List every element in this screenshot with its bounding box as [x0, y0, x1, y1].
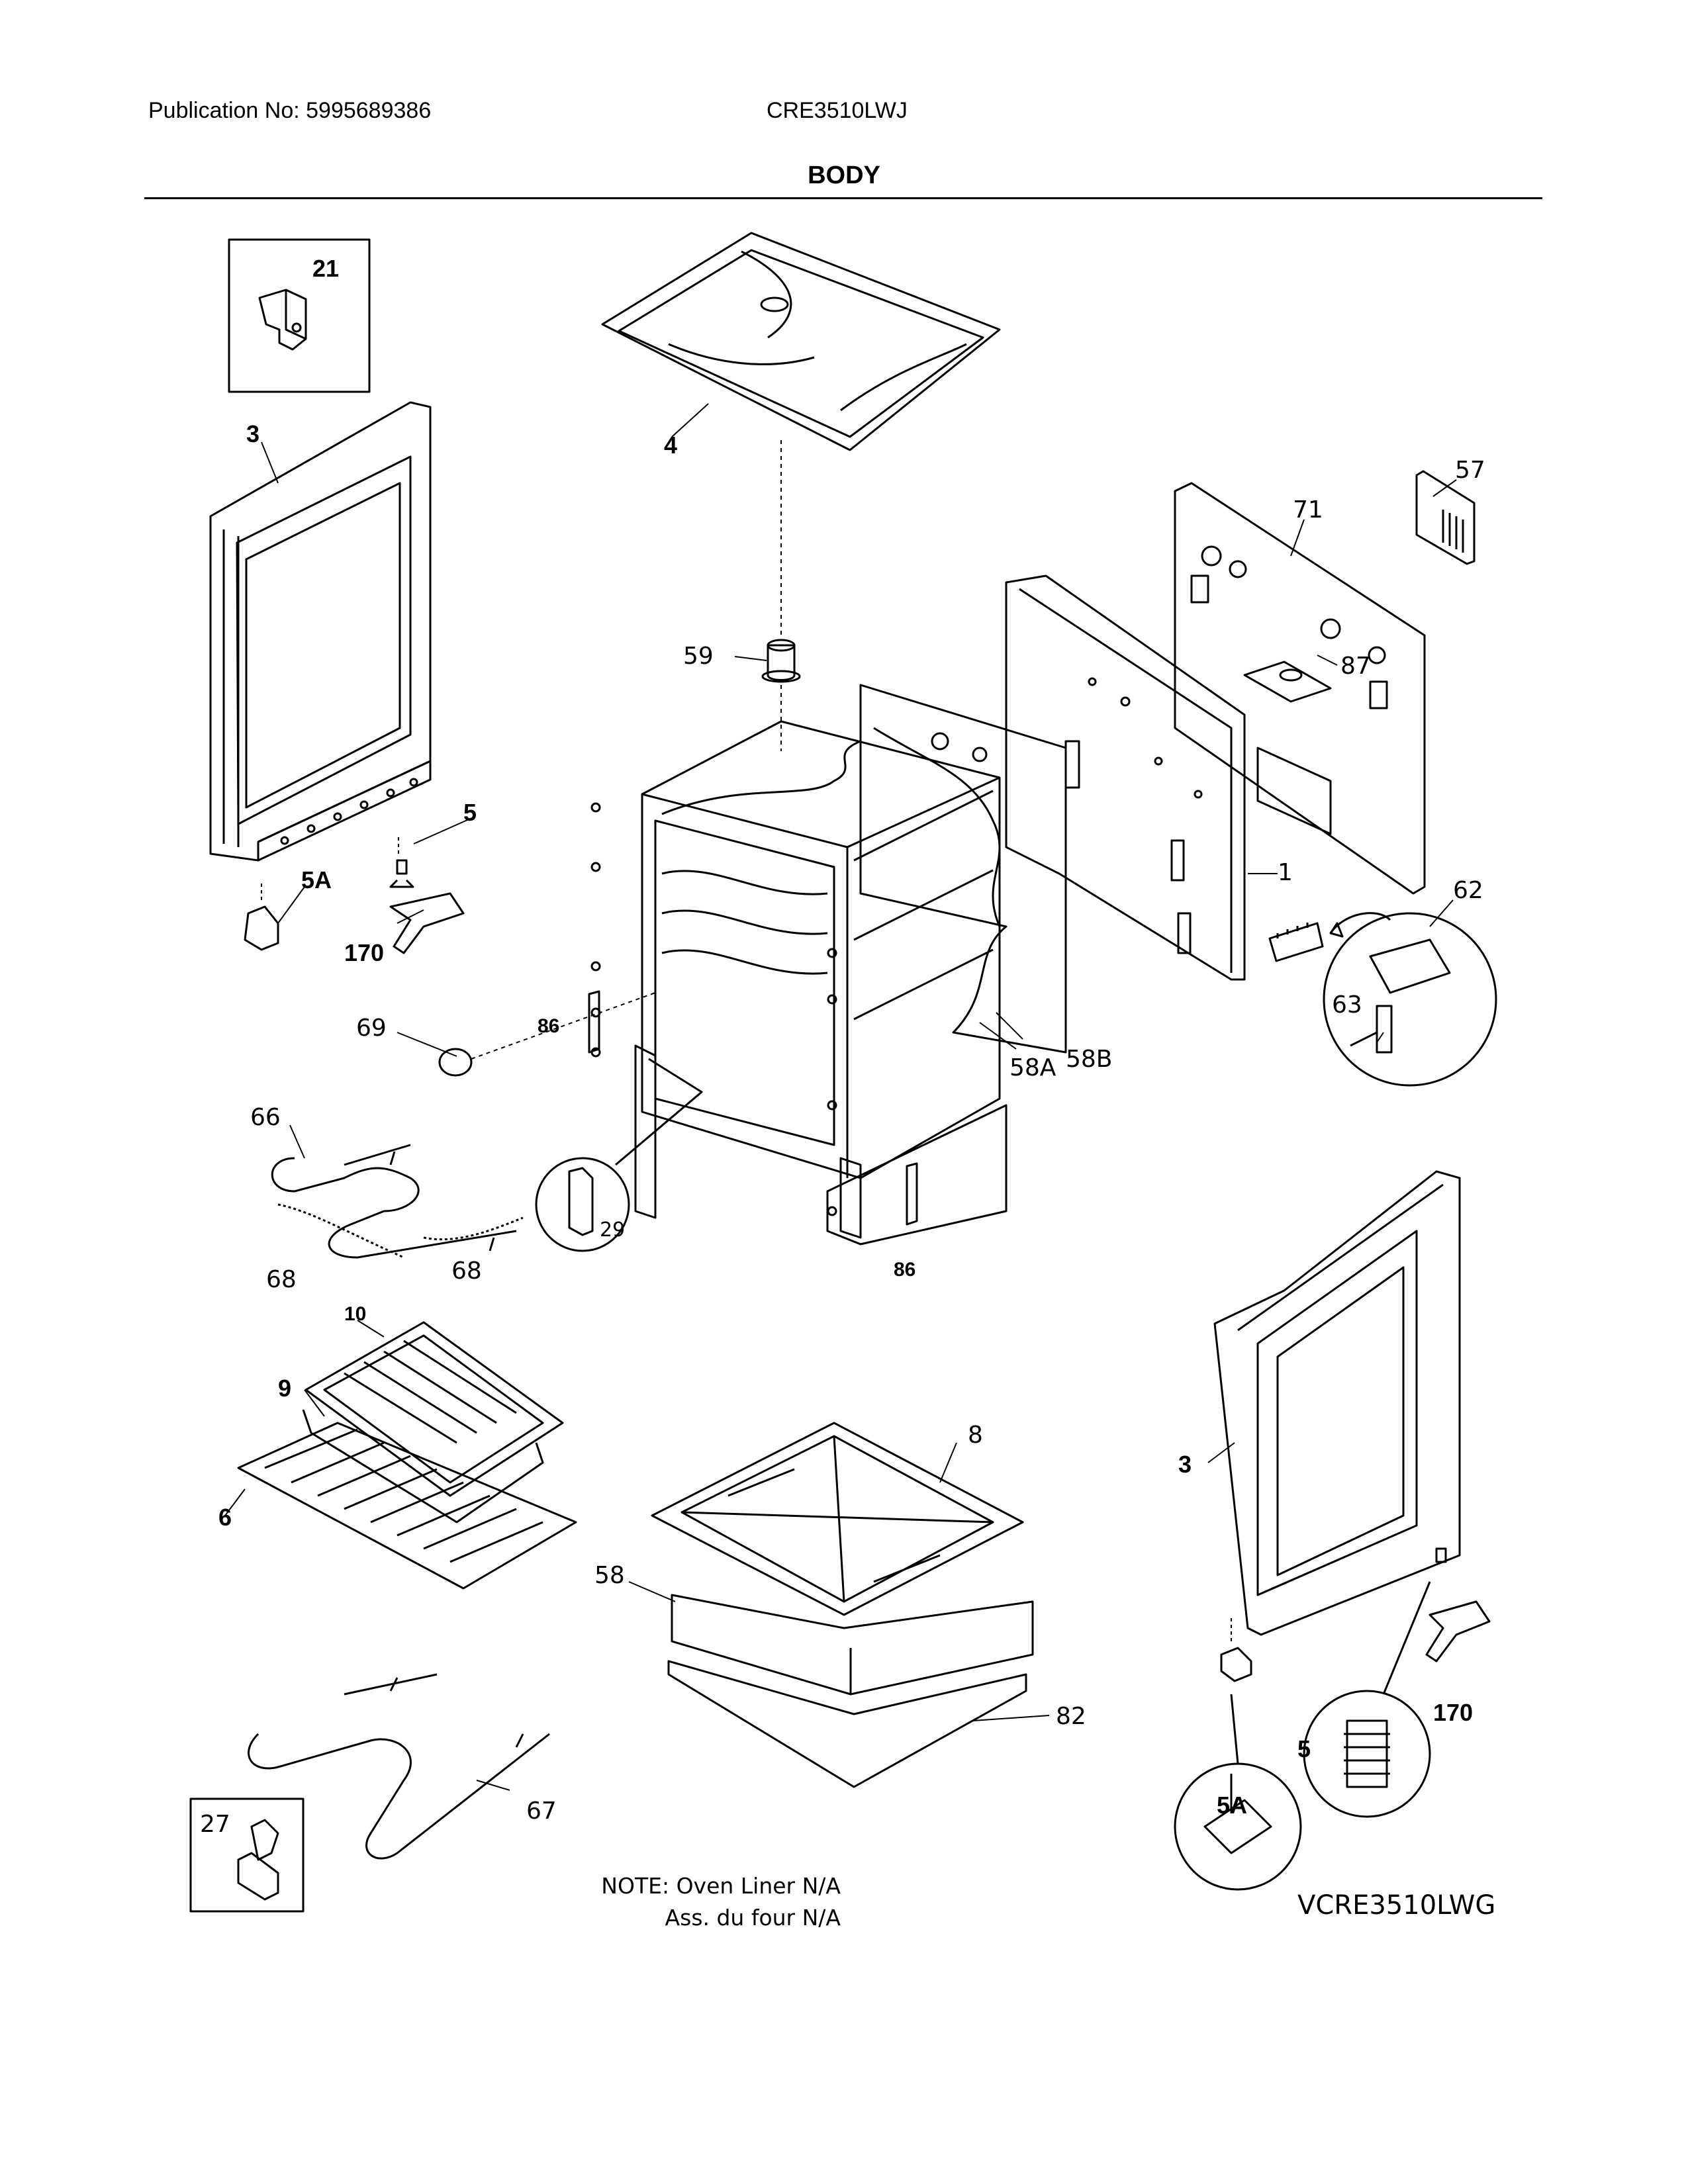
callout-57: 57: [1455, 457, 1485, 484]
part-3-left-side-panel: [209, 401, 432, 862]
part-6-oven-rack: [237, 1422, 577, 1590]
part-57-vent-cover: [1415, 470, 1476, 565]
part-68-left-lead: [277, 1203, 404, 1259]
part-21-inset: [228, 238, 371, 393]
callout-69: 69: [356, 1015, 387, 1042]
callout-170-right: 170: [1433, 1699, 1473, 1726]
callout-68-left: 68: [266, 1266, 297, 1293]
model-number: CRE3510LWJ: [767, 98, 908, 123]
callout-62: 62: [1453, 877, 1483, 904]
callout-67: 67: [526, 1797, 557, 1825]
callout-5-right: 5: [1297, 1735, 1311, 1762]
callout-9: 9: [278, 1375, 291, 1402]
callout-10: 10: [344, 1303, 366, 1325]
callout-86-left: 86: [538, 1015, 559, 1037]
callout-58B: 58B: [1066, 1046, 1113, 1073]
part-67-broil-element: [248, 1673, 550, 1860]
part-9-broiler-pan: [302, 1409, 544, 1524]
note-oven-liner-en: NOTE: Oven Liner N/A: [601, 1873, 841, 1899]
publication-number: Publication No: 5995689386: [148, 98, 432, 123]
callout-5A-left: 5A: [301, 866, 332, 893]
callout-5-left: 5: [463, 799, 477, 826]
part-86-left-bracket: [588, 990, 600, 1054]
part-59-post: [761, 639, 801, 683]
callout-58A: 58A: [1009, 1054, 1056, 1081]
callout-29: 29: [600, 1218, 625, 1242]
callout-3-left: 3: [246, 420, 259, 447]
right-leveling-hardware: [1174, 1547, 1491, 1891]
callout-5A-right: 5A: [1217, 1792, 1247, 1819]
part-3-right-side-panel: [1213, 1170, 1461, 1636]
part-27-inset: [189, 1797, 305, 1913]
section-title: BODY: [808, 161, 880, 189]
part-8-bottom-panel: [651, 1422, 1024, 1616]
part-1-back-panel: [1005, 574, 1246, 981]
leader-lines: [224, 403, 1457, 1791]
part-58-bottom-insulation: [671, 1594, 1034, 1696]
part-68-right-lead: [423, 1216, 524, 1241]
callout-66: 66: [250, 1104, 281, 1131]
callout-1: 1: [1278, 859, 1293, 886]
header-divider: [144, 197, 1542, 199]
callout-58: 58: [594, 1562, 625, 1589]
callout-82: 82: [1056, 1703, 1086, 1730]
left-leveling-hardware: [244, 837, 465, 954]
part-71-rear-panel: [1174, 482, 1426, 895]
part-86-right-bracket: [906, 1162, 918, 1226]
callout-87: 87: [1340, 653, 1371, 680]
callout-3-right: 3: [1178, 1451, 1192, 1478]
part-82-heat-shield: [667, 1660, 1027, 1788]
callout-63: 63: [1332, 991, 1362, 1019]
oven-cavity: [634, 720, 1008, 1246]
callout-8: 8: [968, 1422, 983, 1449]
callout-6: 6: [218, 1504, 232, 1531]
part-4-top-panel: [601, 232, 1001, 451]
callout-4: 4: [664, 432, 677, 459]
part-66-bake-element: [271, 1144, 517, 1259]
callout-71: 71: [1293, 496, 1323, 523]
callout-68-right: 68: [451, 1257, 482, 1285]
callout-27: 27: [200, 1811, 230, 1838]
note-oven-liner-fr: Ass. du four N/A: [665, 1905, 841, 1931]
screws: [590, 802, 837, 1216]
callout-21: 21: [312, 255, 339, 282]
callout-170-left: 170: [344, 939, 384, 966]
part-58A-58B-insulation: [661, 684, 1067, 1054]
diagram-code: VCRE3510LWG: [1297, 1890, 1496, 1921]
part-62-terminal-block: [1268, 912, 1497, 1087]
callout-59: 59: [683, 643, 714, 670]
part-69-lens: [438, 1048, 473, 1077]
callout-86-right: 86: [894, 1259, 915, 1281]
part-29-detail: [535, 1058, 703, 1252]
